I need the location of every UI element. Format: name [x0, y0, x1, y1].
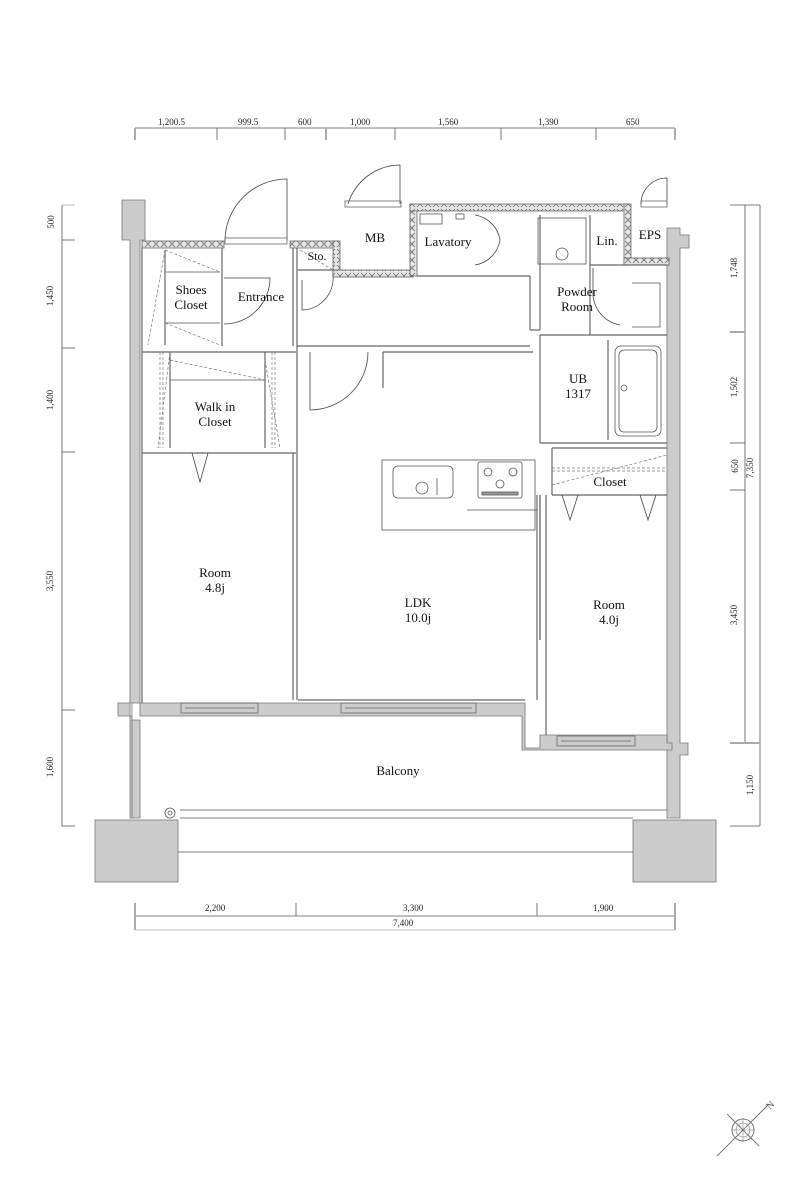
room-label-linen: Lin. [596, 233, 618, 248]
gas-stove [477, 461, 523, 499]
label-line: 4.8j [205, 579, 225, 595]
label-line: 10.0j [404, 609, 432, 625]
dim-top-5: 1,560 [438, 117, 459, 127]
dim-top-1: 1,200.5 [158, 117, 185, 127]
label-line: Powder [557, 284, 597, 299]
bathtub [614, 345, 662, 437]
door-swings [191, 164, 668, 522]
label-line: Room [593, 597, 625, 612]
room-label-west-room: Room 4.8j [190, 565, 240, 596]
closet-door-swings [147, 249, 668, 486]
dim-left-4: 3,550 [45, 570, 56, 592]
dim-top-3: 600 [298, 117, 312, 127]
dim-right-5: 1,150 [745, 774, 756, 796]
room-label-entrance: Entrance [237, 289, 285, 304]
label-line: Room [561, 298, 593, 314]
dim-right-4: 3,450 [729, 604, 740, 626]
dim-bottom-1: 2,200 [205, 903, 226, 913]
dim-top-7: 650 [626, 117, 640, 127]
label-line: LDK [404, 595, 432, 610]
dim-bottom-total: 7,400 [393, 918, 414, 928]
room-label-ldk: LDK 10.0j [393, 595, 443, 626]
room-label-powder-room: Powder Room [546, 284, 608, 315]
svg-text:N: N [764, 1099, 777, 1112]
kitchen-counter [381, 459, 536, 531]
dim-right-2: 1,502 [729, 376, 740, 398]
dim-bottom-2: 3,300 [403, 903, 424, 913]
hatched-walls [141, 203, 670, 278]
label-line: 1317 [565, 385, 591, 401]
room-label-lavatory: Lavatory [424, 234, 472, 249]
dim-bottom-3: 1,900 [593, 903, 614, 913]
dim-top-6: 1,390 [538, 117, 559, 127]
label-line: Shoes [175, 282, 207, 297]
dimension-lines [61, 127, 761, 931]
compass-rose-icon: N [716, 1099, 777, 1157]
label-line: Room [199, 565, 231, 580]
room-label-storage: Sto. [307, 249, 327, 263]
room-label-balcony: Balcony [376, 763, 420, 778]
fixtures [164, 213, 667, 853]
room-label-eps: EPS [638, 227, 662, 242]
dim-top-4: 1,000 [350, 117, 371, 127]
washing-machine [537, 217, 587, 265]
room-label-closet: Closet [593, 474, 627, 489]
label-line: Closet [174, 296, 208, 312]
room-label-east-room: Room 4.0j [584, 597, 634, 628]
windows [180, 200, 668, 747]
dim-right-total: 7,350 [745, 457, 756, 479]
dim-top-2: 999.5 [238, 117, 259, 127]
dim-right-3: 650 [729, 459, 740, 473]
structural-walls [94, 199, 717, 883]
room-label-shoes-closet: Shoes Closet [168, 282, 214, 313]
dim-left-1: 500 [45, 215, 56, 229]
interior-partitions [141, 215, 667, 735]
dim-right-1: 1,748 [729, 257, 740, 279]
label-line: 4.0j [599, 611, 619, 627]
dim-left-3: 1,400 [45, 389, 56, 411]
label-line: Closet [198, 413, 232, 429]
label-line: UB [568, 371, 588, 386]
room-label-walk-in-closet: Walk in Closet [185, 399, 245, 430]
dim-left-2: 1,450 [45, 285, 56, 307]
room-label-unit-bath: UB 1317 [557, 371, 599, 402]
room-label-mb: MB [364, 230, 386, 245]
kitchen-sink [392, 465, 454, 499]
label-line: Walk in [194, 399, 236, 414]
dim-left-5: 1,600 [45, 756, 56, 778]
toilet [632, 282, 661, 328]
